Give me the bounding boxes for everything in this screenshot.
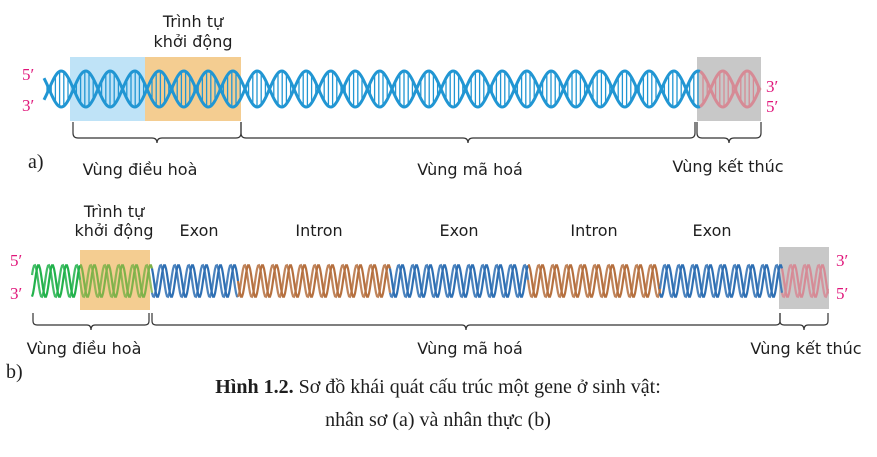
caption-title: Sơ đồ khái quát cấu trúc một gene ở sinh… [294, 376, 661, 398]
strand-end-3-left-b: 3′ [10, 284, 22, 303]
dna-intron-segment-1-strand-2 [236, 263, 392, 299]
strand-end-3-right-b: 3′ [836, 251, 848, 270]
regulatory-region-bracket-b [32, 313, 150, 331]
dna-promoter-segment-strand-1 [79, 264, 154, 298]
exon-label-1: Exon [179, 221, 218, 240]
termination-region-label-a: Vùng kết thúc [672, 157, 783, 176]
dna-exon-segment-2-strand-2 [388, 263, 530, 299]
dna-regulatory-segment-strand-2 [30, 263, 82, 299]
strand-end-5-right-a: 5′ [766, 97, 778, 116]
termination-region-label-b: Vùng kết thúc [750, 339, 861, 358]
exon-label-2: Exon [439, 221, 478, 240]
caption-figure-number: Hình 1.2. [215, 376, 293, 398]
promoter-label-line1-a: Trình tự [162, 12, 224, 31]
dna-intron-segment-2-strand-1 [527, 264, 662, 298]
coding-region-bracket-b [151, 313, 781, 331]
dna-exon-segment-3-strand-2 [658, 263, 784, 299]
coding-region-label-a: Vùng mã hoá [417, 160, 523, 179]
regulatory-region-label-b: Vùng điều hoà [27, 339, 142, 358]
caption-line-1: Hình 1.2. Sơ đồ khái quát cấu trúc một g… [215, 376, 661, 398]
dna-strand-termination-a-2 [699, 69, 762, 109]
regulatory-region-bracket-a [72, 122, 242, 144]
dna-helix-a [42, 69, 762, 109]
exon-label-3: Exon [692, 221, 731, 240]
dna-intron-segment-1-strand-1 [236, 264, 392, 298]
promoter-label-line2-a: khởi động [154, 32, 233, 51]
panel-b: 5′ 3′ 3′ 5′ Trình tự khởi động Exon Intr… [6, 202, 862, 383]
dna-exon-segment-1-strand-2 [150, 263, 239, 299]
panel-label-b: b) [6, 361, 23, 383]
promoter-highlight-a [145, 57, 241, 121]
dna-promoter-segment-strand-2 [78, 263, 154, 299]
dna-exon-segment-1-strand-1 [150, 264, 240, 298]
caption-line-2: nhân sơ (a) và nhân thực (b) [325, 409, 551, 431]
regulatory-region-highlight-a [70, 57, 145, 121]
panel-label-a: a) [28, 151, 44, 173]
dna-intron-segment-2-strand-2 [526, 263, 662, 299]
termination-region-bracket-b [779, 313, 829, 331]
coding-region-label-b: Vùng mã hoá [417, 339, 523, 358]
panel-a: 5′ 3′ 3′ 5′ Trình tự khởi động a) Vùng đ… [22, 12, 784, 179]
regulatory-region-label-a: Vùng điều hoà [83, 160, 198, 179]
coding-region-bracket-a [240, 122, 696, 144]
promoter-label-line1-b: Trình tự [83, 202, 145, 221]
dna-termination-segment-strand-2 [780, 263, 830, 299]
dna-strand-coding-a-1 [42, 69, 701, 109]
dna-helix-b [30, 263, 830, 299]
strand-end-5-left-b: 5′ [10, 251, 22, 270]
promoter-label-line2-b: khởi động [75, 221, 154, 240]
intron-label-1: Intron [295, 221, 342, 240]
termination-region-bracket-a [696, 122, 762, 144]
strand-end-5-left-a: 5′ [22, 65, 34, 84]
strand-end-3-left-a: 3′ [22, 96, 34, 115]
intron-label-2: Intron [570, 221, 617, 240]
figure-caption: Hình 1.2. Sơ đồ khái quát cấu trúc một g… [215, 376, 661, 431]
strand-end-5-right-b: 5′ [836, 284, 848, 303]
dna-exon-segment-2-strand-1 [388, 264, 530, 298]
dna-strand-coding-a-2 [42, 69, 701, 109]
strand-end-3-right-a: 3′ [766, 77, 778, 96]
